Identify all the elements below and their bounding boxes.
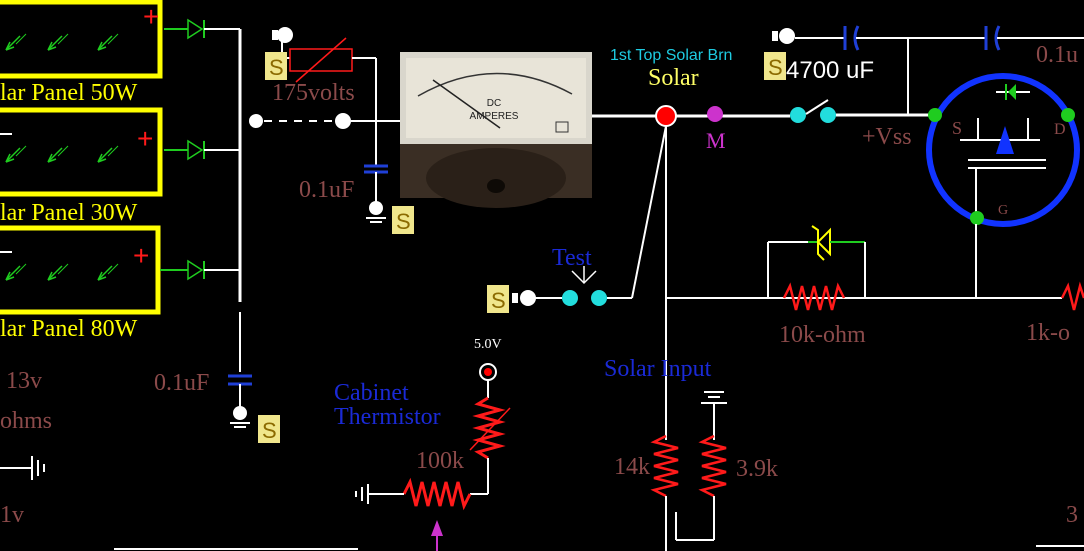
svg-text:S: S [396, 209, 411, 234]
panel-30w-label: lar Panel 30W [0, 200, 138, 226]
svg-text:G: G [998, 203, 1008, 218]
test-switch-node[interactable] [562, 290, 578, 306]
s-tag[interactable] [487, 285, 509, 313]
panel-diodes [160, 18, 240, 281]
capacitor[interactable] [228, 312, 252, 428]
switch-node[interactable] [249, 114, 263, 128]
solar-node[interactable] [655, 105, 677, 127]
varistor[interactable] [281, 35, 377, 121]
svg-text:S: S [269, 55, 284, 80]
test-label: Test [552, 245, 592, 271]
svg-text:D: D [1054, 121, 1066, 138]
solar-panel-30w[interactable]: + [0, 107, 163, 197]
cap-label: 0.1uF [299, 177, 354, 203]
solar-panel-80w[interactable]: + [0, 225, 161, 315]
meter-node[interactable] [707, 106, 723, 122]
analog-dc-ammeter-icon: DC AMPERES [400, 52, 592, 208]
cap-label: 0.1uF [154, 370, 209, 396]
panel-80w-label: lar Panel 80W [0, 316, 138, 342]
thermistor-icon[interactable] [472, 396, 506, 460]
toggle-switch[interactable] [805, 99, 829, 115]
res-14k-label: 14k [614, 454, 650, 480]
resistor-1k[interactable] [1060, 281, 1084, 311]
capacitor[interactable] [364, 121, 388, 223]
resistor-10k[interactable] [782, 282, 846, 311]
push-button-icon[interactable]: S [265, 27, 293, 80]
resistor-3-9k[interactable] [698, 434, 727, 498]
zener-diode[interactable] [767, 225, 866, 298]
cap-right-label: 0.1u [1036, 42, 1078, 68]
solar-brn-label: 1st Top Solar Brn [610, 47, 732, 64]
v13-label: 13v [6, 368, 42, 394]
s-tag[interactable] [258, 415, 280, 443]
solar-label: Solar [648, 65, 699, 91]
s-tag[interactable] [265, 52, 287, 80]
resistor-14k[interactable] [650, 434, 679, 498]
one-v-label: 1v [0, 502, 24, 528]
push-button-icon[interactable] [772, 28, 795, 44]
switch-node[interactable] [335, 113, 351, 129]
switch-node[interactable] [790, 107, 806, 123]
res-100k-label: 100k [416, 448, 464, 474]
res-10k-label: 10k-ohm [779, 322, 866, 348]
plus-sign: + [143, 1, 159, 32]
res-1k-label: 1k-o [1026, 320, 1070, 346]
solar-input-label: Solar Input [604, 356, 712, 382]
vss-label: +Vss [862, 124, 912, 150]
s-tag[interactable] [764, 52, 786, 80]
plus-sign: + [133, 240, 149, 271]
test-switch-node[interactable] [591, 290, 607, 306]
ohms-label: ohms [0, 408, 52, 434]
s-tag[interactable] [392, 206, 414, 234]
plus-sign: + [137, 123, 153, 154]
panel-50w-label: lar Panel 50W [0, 80, 138, 106]
ground-icon [701, 391, 727, 440]
five-v-label: 5.0V [474, 337, 502, 352]
potentiometer[interactable] [402, 477, 472, 511]
svg-text:S: S [491, 288, 506, 313]
ground-icon [355, 484, 369, 504]
switch-node[interactable] [820, 107, 836, 123]
svg-text:S: S [262, 418, 277, 443]
res-3-9k-label: 3.9k [736, 456, 778, 482]
wiper-arrow[interactable] [431, 520, 443, 536]
meter-m-label: M [706, 128, 726, 153]
svg-text:S: S [952, 118, 962, 138]
varistor-label: 175volts [272, 80, 355, 106]
svg-text:DC: DC [487, 98, 501, 109]
ground-icon [0, 456, 45, 480]
three-label: 3 [1066, 502, 1078, 528]
thermistor-label: Thermistor [334, 404, 441, 430]
solar-panel-50w[interactable]: + [0, 0, 163, 79]
cabinet-label: Cabinet [334, 380, 409, 406]
svg-text:S: S [768, 55, 783, 80]
cap-4700-label: 4700 uF [786, 57, 874, 84]
svg-text:AMPERES: AMPERES [470, 111, 519, 122]
push-button-icon[interactable] [512, 290, 536, 306]
mosfet-icon[interactable]: S D G [926, 73, 1080, 227]
